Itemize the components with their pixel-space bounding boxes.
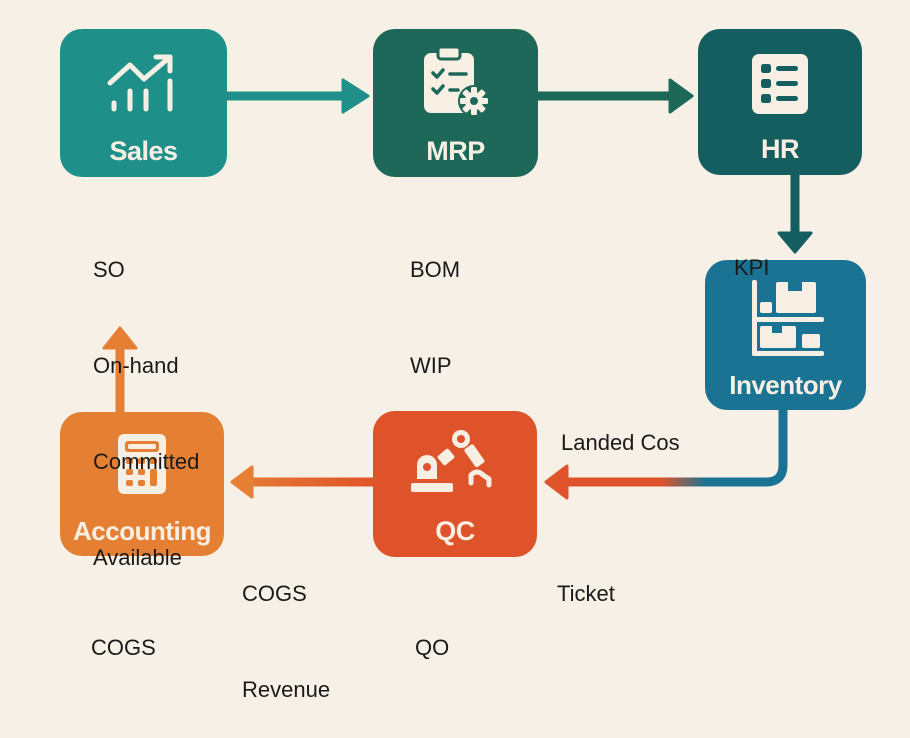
arrow-hr-to-inventory [777,175,813,254]
clipboard-gear-icon [423,45,490,117]
node-hr[interactable]: HR [698,29,862,175]
list-document-icon [752,54,808,114]
label-cogs-bottom: COGS [91,635,156,660]
node-mrp[interactable]: MRP [373,29,538,177]
node-title: Accounting [73,516,212,546]
hr-labels: KPI [734,188,769,316]
arrow-sales-to-mrp [226,78,370,114]
arrow-accounting-to-sales [102,326,138,412]
warehouse-shelf-icon [751,280,824,356]
label-wip: WIP [410,353,452,378]
label-qo: QO [415,635,450,660]
node-accounting[interactable]: Accounting [60,412,224,556]
qc-ticket-labels: Ticket [557,514,615,642]
label-available: Available [93,545,182,570]
node-title: Inventory [729,370,842,400]
arrow-inventory-to-qc [544,410,788,500]
sales-labels: SO On-hand Committed Available [93,190,199,606]
robot-arm-icon [411,430,492,492]
label-so: SO [93,257,125,282]
mrp-labels: BOM WIP [410,190,460,414]
accounting-flow-labels: COGS Revenue [242,514,330,738]
node-qc[interactable]: QC [373,411,537,557]
node-title: Sales [109,136,178,166]
chart-trend-icon [107,54,172,112]
label-cogs: COGS [242,581,307,606]
label-bom: BOM [410,257,461,282]
label-kpi: KPI [734,255,770,280]
inventory-labels: Landed Cos [561,363,680,491]
node-title: HR [761,134,800,164]
node-title: MRP [426,136,485,166]
label-committed: Committed [93,449,200,474]
label-revenue: Revenue [242,677,331,702]
label-landed-cost: Landed Cos [561,430,680,455]
node-inventory[interactable]: Inventory [705,260,866,410]
calculator-icon [118,434,166,494]
arrow-mrp-to-hr [538,78,694,114]
accounting-bottom-labels: COGS [91,568,156,696]
arrow-qc-to-accounting [230,465,375,499]
label-ticket: Ticket [557,581,615,606]
qc-bottom-labels: QO [415,568,449,696]
node-sales[interactable]: Sales [60,29,227,177]
label-on-hand: On-hand [93,353,179,378]
node-title: QC [435,516,475,546]
connectors [102,78,813,500]
